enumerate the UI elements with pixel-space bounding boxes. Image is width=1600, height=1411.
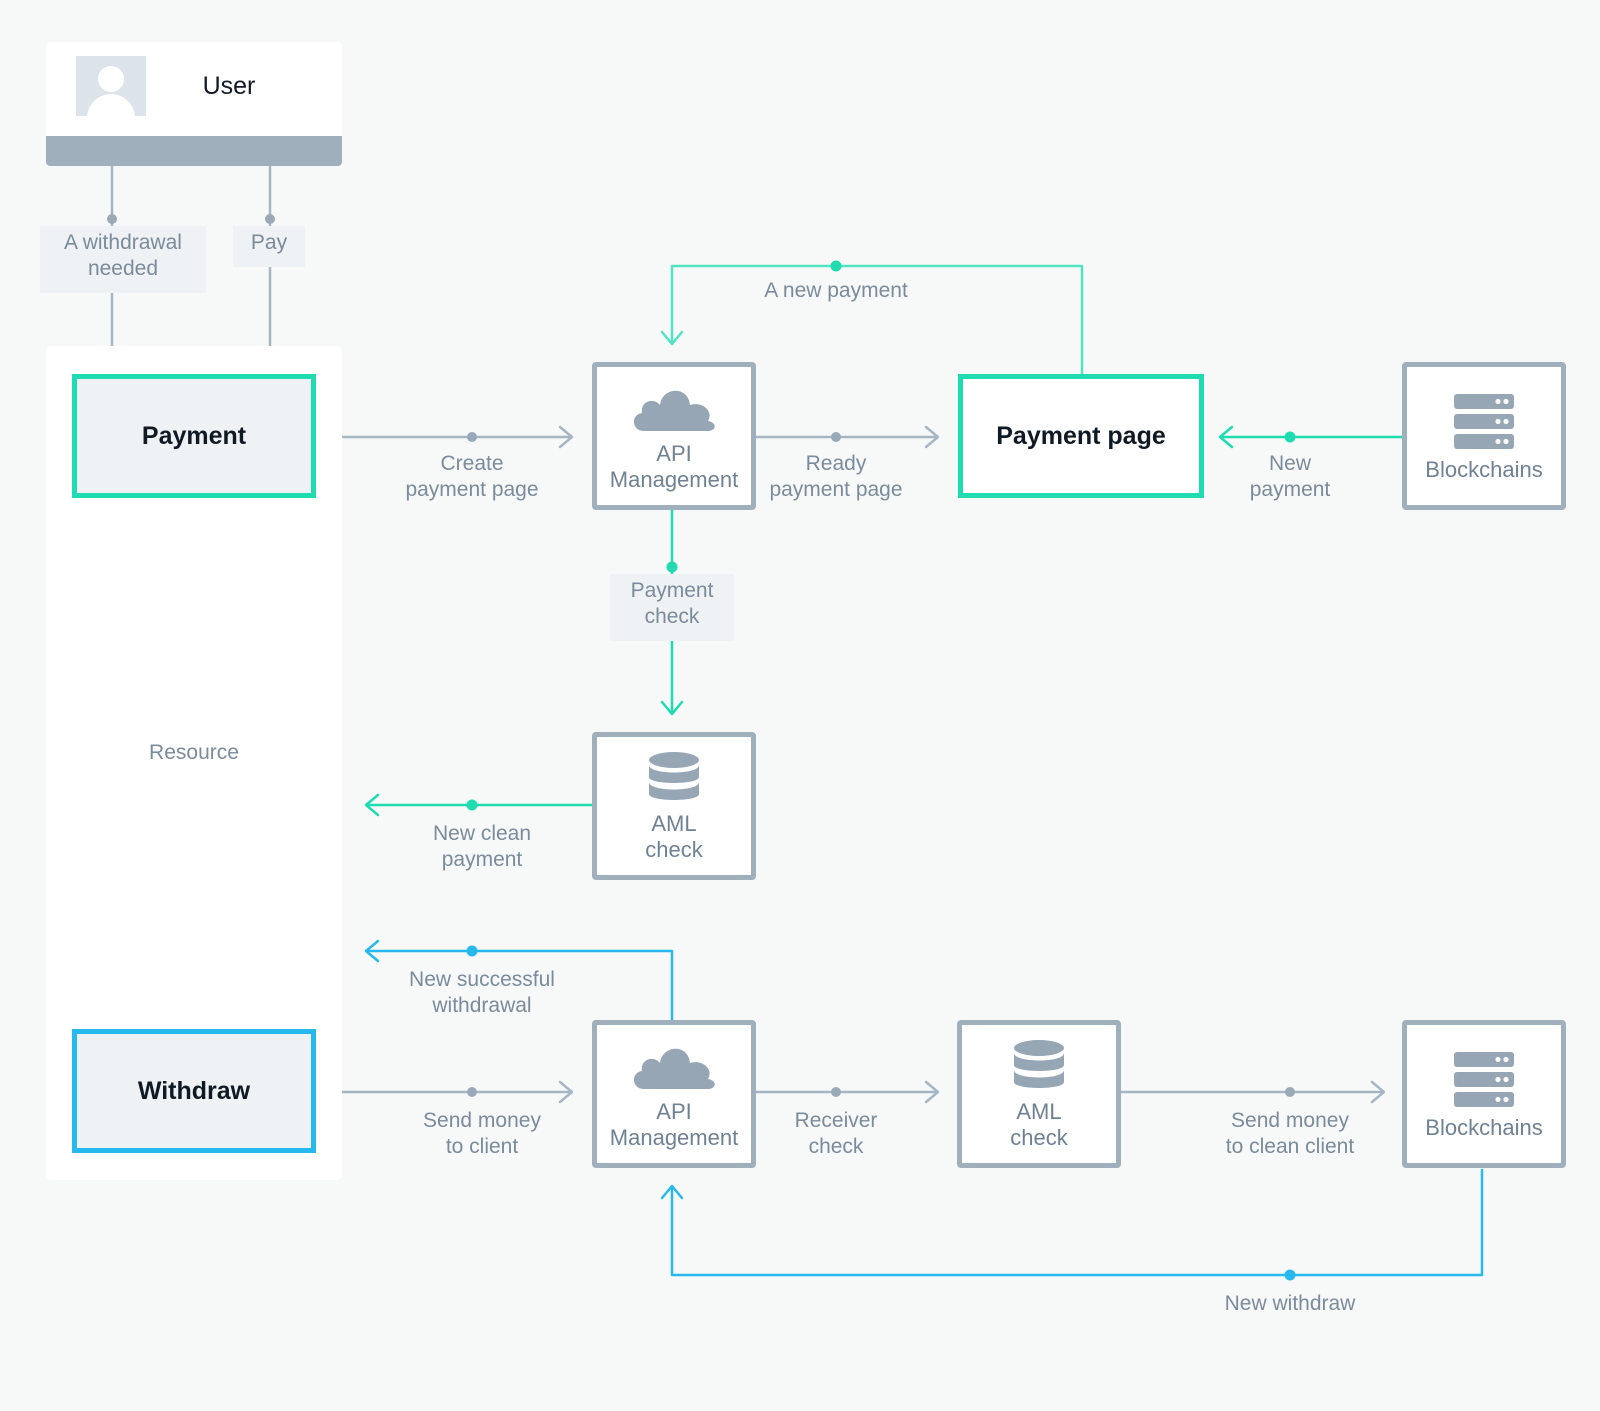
blockchains-bottom-label: Blockchains [1425, 1115, 1543, 1140]
label-new-successful-withdrawal: New successful withdrawal [409, 968, 555, 1017]
user-bar [46, 136, 342, 166]
label-create-payment-page: Create payment page [405, 452, 539, 501]
dot-new-withdraw [1284, 1269, 1296, 1281]
arrowhead-new-successful-withdrawal [364, 939, 380, 963]
dot-pay [265, 214, 275, 224]
arrowhead-new-clean-payment [364, 793, 380, 817]
label-withdrawal-needed: A withdrawal needed [40, 226, 206, 293]
user-avatar-icon [76, 56, 146, 116]
dot-withdrawal [107, 214, 117, 224]
arrowhead-new-payment-top [660, 330, 684, 346]
dot-send-clean [1285, 1087, 1295, 1097]
dot-new-successful [466, 945, 478, 957]
arrowhead-create [558, 425, 574, 449]
arrowhead-new-withdraw [660, 1184, 684, 1200]
api-management-top-node[interactable]: API Management [592, 362, 756, 510]
label-receiver-check: Receiver check [794, 1109, 878, 1158]
user-name: User [202, 72, 256, 100]
label-new-withdraw: New withdraw [1224, 1292, 1356, 1315]
arrowhead-send-money [558, 1080, 574, 1104]
aml-check-mid-label: AML check [645, 811, 703, 862]
arrowhead-ready [924, 425, 940, 449]
blockchains-bottom-node[interactable]: Blockchains [1402, 1020, 1566, 1168]
server-icon [1454, 1052, 1514, 1107]
label-new-clean-payment: New clean payment [432, 822, 532, 871]
payment-node[interactable]: Payment [72, 374, 316, 498]
label-send-money-to-client: Send money to client [423, 1109, 541, 1158]
label-a-new-payment: A new payment [764, 279, 908, 302]
blockchains-top-label: Blockchains [1425, 457, 1543, 482]
arrowhead-receiver-check [924, 1080, 940, 1104]
dot-new-payment-right [1284, 431, 1296, 443]
label-send-money-to-clean-client: Send money to clean client [1225, 1109, 1355, 1158]
dot-send-money [467, 1087, 477, 1097]
dot-create [467, 432, 477, 442]
edge-new-payment-top [670, 264, 1084, 376]
arrowhead-send-money-clean [1370, 1080, 1386, 1104]
user-card[interactable]: User [46, 42, 342, 166]
arrowhead-payment-check [660, 700, 684, 716]
api-management-bottom-node[interactable]: API Management [592, 1020, 756, 1168]
cloud-icon [633, 1048, 715, 1089]
arrowhead-new-payment-right [1218, 425, 1234, 449]
label-pay: Pay [233, 226, 305, 267]
api-management-top-label: API Management [609, 441, 739, 492]
edge-new-withdraw [670, 1168, 1484, 1277]
dot-new-payment-top [830, 260, 842, 272]
cloud-icon [633, 390, 715, 431]
server-icon [1454, 394, 1514, 449]
dot-payment-check [666, 561, 678, 573]
label-resource: Resource [149, 741, 239, 764]
dot-ready [831, 432, 841, 442]
aml-check-bottom-label: AML check [1010, 1099, 1068, 1150]
aml-check-bottom-node[interactable]: AML check [957, 1020, 1121, 1168]
label-new-payment: New payment [1249, 452, 1331, 501]
label-ready-payment-page: Ready payment page [769, 452, 903, 501]
label-payment-check: Payment check [610, 574, 734, 641]
payment-page-node[interactable]: Payment page [958, 374, 1204, 498]
database-icon [649, 752, 699, 800]
dot-new-clean [466, 799, 478, 811]
withdraw-node[interactable]: Withdraw [72, 1029, 316, 1153]
dot-receiver [831, 1087, 841, 1097]
database-icon [1014, 1040, 1064, 1088]
api-management-bottom-label: API Management [609, 1099, 739, 1150]
aml-check-mid-node[interactable]: AML check [592, 732, 756, 880]
blockchains-top-node[interactable]: Blockchains [1402, 362, 1566, 510]
